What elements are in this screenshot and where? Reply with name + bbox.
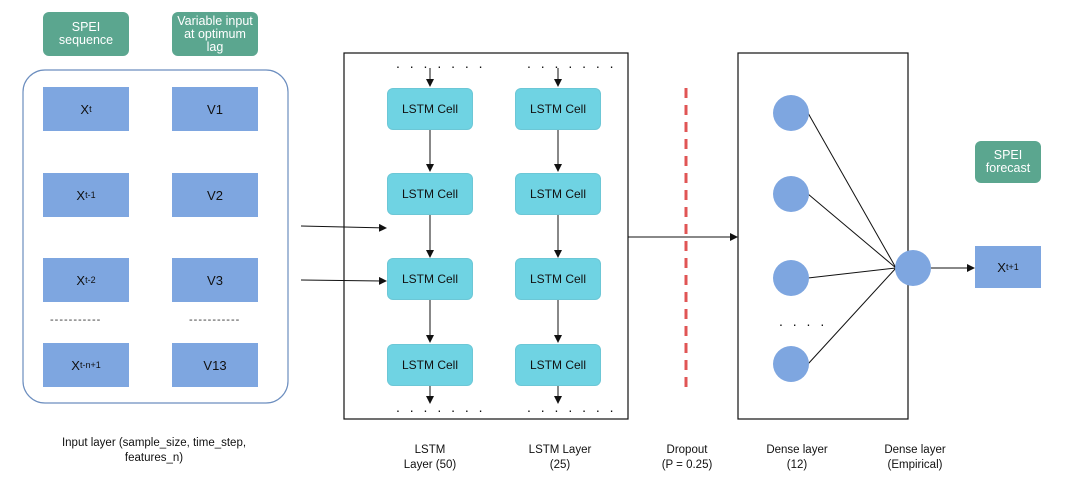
input-arrow-2 bbox=[300, 276, 387, 285]
output-node bbox=[895, 250, 931, 286]
dense-node bbox=[773, 176, 809, 212]
spei-forecast-header: SPEI forecast bbox=[975, 141, 1041, 183]
lstm-ellipsis-bottom: . . . . . . . bbox=[396, 399, 486, 415]
dense-ellipsis: . . . . bbox=[779, 313, 828, 329]
input-group-frame bbox=[22, 69, 289, 404]
input-v-box: V13 bbox=[172, 343, 258, 387]
separator-dashes: ----------- bbox=[50, 314, 102, 326]
dropout-label: Dropout(P = 0.25) bbox=[661, 444, 713, 471]
dense-frame bbox=[737, 52, 909, 420]
lstm-ellipsis-top: . . . . . . . bbox=[396, 55, 486, 71]
input-v-box: V3 bbox=[172, 258, 258, 302]
lstm-cell: LSTM Cell bbox=[515, 344, 601, 386]
spei-sequence-header: SPEI sequence bbox=[43, 12, 129, 56]
lstm-cell: LSTM Cell bbox=[387, 88, 473, 130]
input-arrow-1 bbox=[300, 223, 387, 232]
lstm-cell: LSTM Cell bbox=[387, 173, 473, 215]
lstm-cell: LSTM Cell bbox=[387, 258, 473, 300]
dense-node bbox=[773, 95, 809, 131]
lstm-cell: LSTM Cell bbox=[515, 258, 601, 300]
lstm-ellipsis-bottom: . . . . . . . bbox=[527, 399, 617, 415]
variable-input-header: Variable input at optimum lag bbox=[172, 12, 258, 56]
lstm-cell: LSTM Cell bbox=[515, 88, 601, 130]
dense-node bbox=[773, 346, 809, 382]
dense-layer-1-label: Dense layer(12) bbox=[766, 444, 828, 471]
input-v-box: V1 bbox=[172, 87, 258, 131]
lstm-ellipsis-top: . . . . . . . bbox=[527, 55, 617, 71]
input-v-box: V2 bbox=[172, 173, 258, 217]
lstm-cell: LSTM Cell bbox=[387, 344, 473, 386]
dense-node bbox=[773, 260, 809, 296]
dense-layer-2-label: Dense layer(Empirical) bbox=[884, 444, 946, 471]
lstm-layer-2-label: LSTM Layer(25) bbox=[528, 444, 592, 471]
input-layer-label: Input layer (sample_size, time_step, fea… bbox=[61, 437, 247, 464]
lstm-frame bbox=[343, 52, 629, 420]
separator-dashes: ----------- bbox=[189, 314, 241, 326]
lstm-cell: LSTM Cell bbox=[515, 173, 601, 215]
